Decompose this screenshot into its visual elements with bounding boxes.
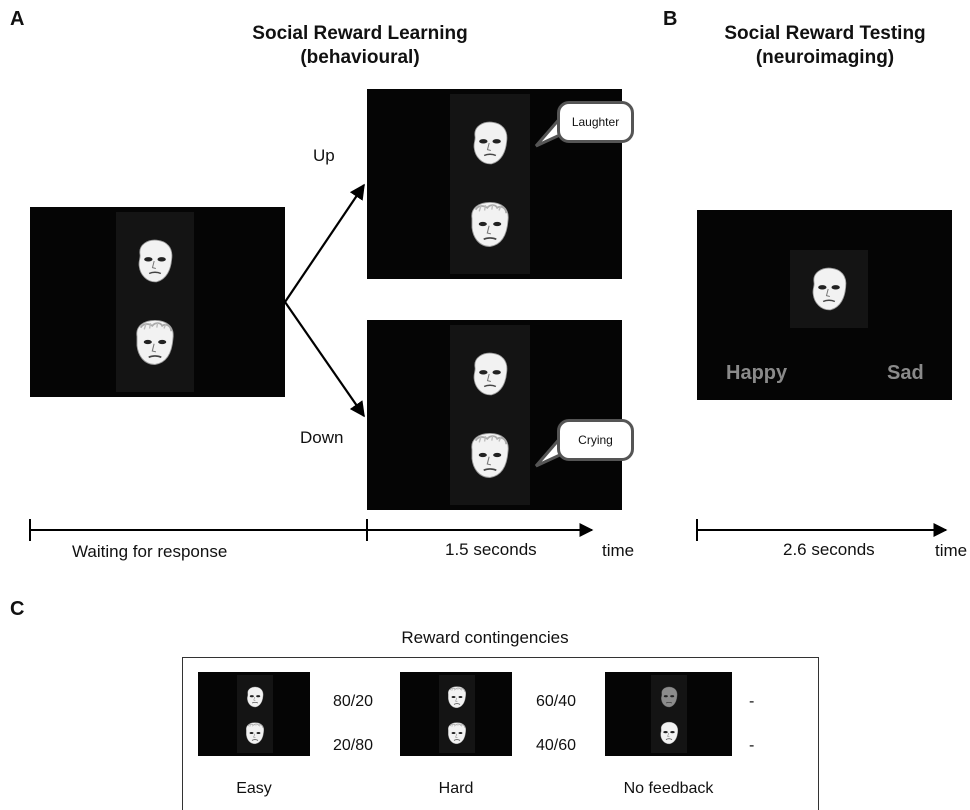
laughter-bubble: Laughter [557,101,634,143]
easy-face-bottom-icon [242,720,268,746]
panel-a-title: Social Reward Learning (behavioural) [210,22,510,70]
contingencies-title: Reward contingencies [401,628,569,647]
panel-b-title-line2: (neuroimaging) [755,47,895,68]
laughter-bubble-tail [534,115,564,148]
happy-option: Happy [726,362,788,384]
hard-screen [400,672,512,756]
down-feedback-screen [367,320,622,510]
testing-time-label: time [935,541,968,560]
testing-face-tile [790,250,868,328]
sad-option: Sad [887,362,924,384]
easy-screen [198,672,310,756]
no-feedback-label: No feedback [623,780,714,797]
up-face-column [450,94,530,274]
crying-bubble: Crying [557,419,634,461]
no-feedback-bottom-contingency: - [749,737,755,754]
hard-face-column [439,675,475,753]
no-feedback-top-contingency: - [749,693,755,710]
hard-top-contingency: 60/40 [536,693,577,710]
testing-duration-label: 2.6 seconds [783,540,875,559]
choice-face-column [116,212,194,392]
hard-bottom-contingency: 40/60 [536,737,577,754]
down-label: Down [300,428,344,447]
learning-time-label: time [602,541,635,560]
panel-b-title-line1: Social Reward Testing [724,23,926,44]
testing-screen: Happy Sad [697,210,952,400]
no-feedback-face-bottom-icon [656,720,682,746]
easy-label: Easy [236,780,272,797]
easy-top-contingency: 80/20 [333,693,374,710]
choice-screen [30,207,285,397]
easy-face-top-icon [243,685,267,709]
no-feedback-screen [605,672,732,756]
waiting-for-response-label: Waiting for response [72,542,228,561]
panel-b-title: Social Reward Testing (neuroimaging) [695,22,955,70]
panel-a-title-line2: (behavioural) [300,47,420,68]
panel-b-letter: B [663,8,678,30]
easy-face-column [237,675,273,753]
crying-bubble-tail [534,435,564,468]
hard-face-top-icon [444,684,470,710]
no-feedback-face-column [651,675,687,753]
no-feedback-face-top-icon [657,685,681,709]
down-arrow [284,301,365,418]
hard-face-bottom-icon [444,720,470,746]
panel-a-title-line1: Social Reward Learning [252,23,468,44]
hard-label: Hard [438,780,474,797]
easy-bottom-contingency: 20/80 [333,737,374,754]
panel-c-letter: C [10,598,25,620]
feedback-duration-label: 1.5 seconds [445,540,537,559]
up-label: Up [313,146,335,165]
contingencies-box [182,657,819,810]
up-arrow [284,183,365,303]
panel-a-letter: A [10,8,25,30]
down-face-column [450,325,530,505]
